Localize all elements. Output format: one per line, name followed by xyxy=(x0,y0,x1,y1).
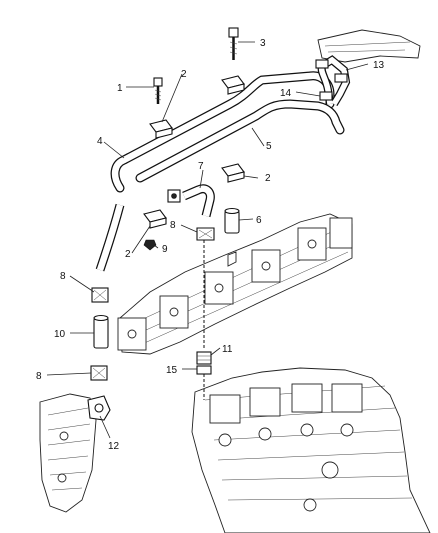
mounting-bracket xyxy=(39,393,97,513)
clamp-top-right xyxy=(221,75,245,95)
nut-9 xyxy=(143,239,157,251)
callout-9: 9 xyxy=(162,244,168,255)
callout-14: 14 xyxy=(280,88,292,99)
hose-10 xyxy=(93,314,109,349)
callout-8: 8 xyxy=(170,220,176,231)
bolt-3 xyxy=(228,27,239,60)
callout-12: 12 xyxy=(108,441,120,452)
elbow-7 xyxy=(167,184,215,218)
engine-block xyxy=(191,367,431,533)
callout-5: 5 xyxy=(266,141,272,152)
callouts: 1 2 2 2 3 4 5 6 7 8 8 8 9 10 11 12 13 14… xyxy=(36,38,385,452)
leader-lines xyxy=(46,41,369,439)
callout-1: 1 xyxy=(117,83,123,94)
callout-15: 15 xyxy=(166,365,178,376)
callout-8: 8 xyxy=(60,271,66,282)
clamp-middle-right xyxy=(221,163,245,183)
clamp-8-upper xyxy=(91,287,109,303)
callout-8: 8 xyxy=(36,371,42,382)
callout-2: 2 xyxy=(125,249,131,260)
callout-3: 3 xyxy=(260,38,266,49)
fitting-12 xyxy=(87,395,111,421)
callout-11: 11 xyxy=(222,344,233,355)
callout-2: 2 xyxy=(265,173,271,184)
callout-10: 10 xyxy=(54,329,66,340)
callout-13: 13 xyxy=(373,60,385,71)
callout-4: 4 xyxy=(97,136,103,147)
callout-6: 6 xyxy=(256,215,262,226)
exhaust-manifold xyxy=(117,213,353,355)
clamp-upper xyxy=(149,119,173,139)
callout-7: 7 xyxy=(198,161,204,172)
callout-2: 2 xyxy=(181,69,187,80)
tube-6 xyxy=(224,207,240,234)
bolt-1 xyxy=(153,77,163,104)
fitting-11-15 xyxy=(196,240,212,400)
clamp-8-lower xyxy=(90,365,108,381)
clamp-8-middle xyxy=(196,227,215,241)
hose-lower xyxy=(95,203,125,272)
clamp-lower-left xyxy=(143,209,167,229)
hose-14 xyxy=(315,55,351,107)
